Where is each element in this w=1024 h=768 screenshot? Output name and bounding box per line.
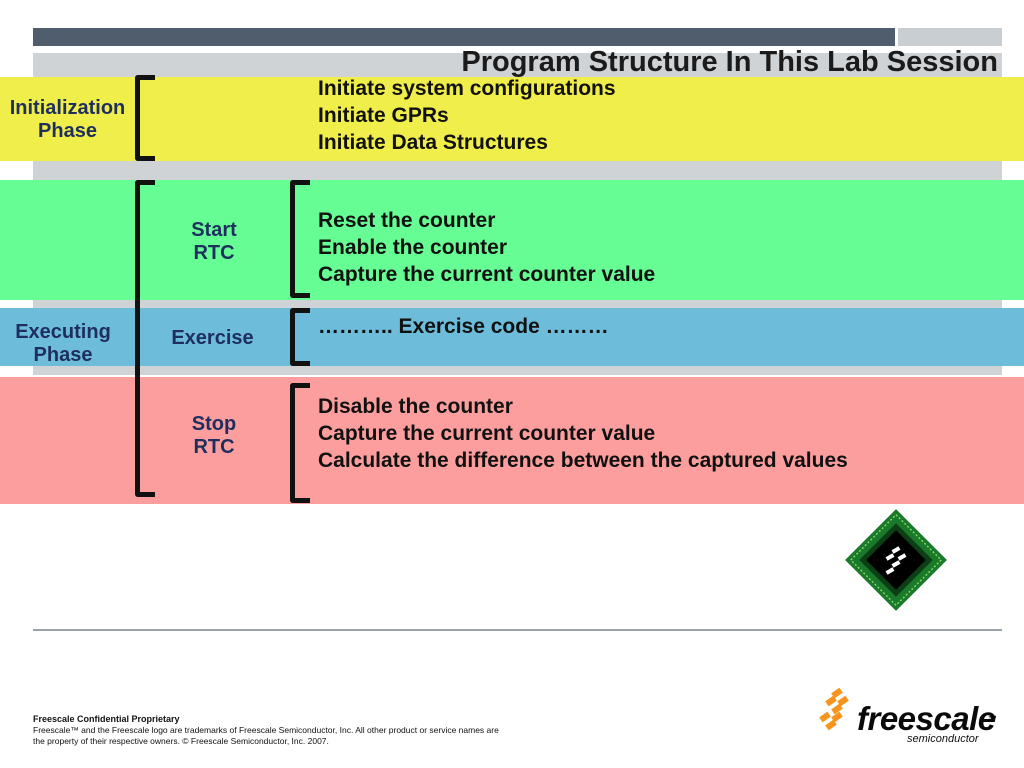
stop-rtc-label: Stop RTC xyxy=(170,413,258,459)
footer-trademark-line1: Freescale™ and the Freescale logo are tr… xyxy=(33,725,523,736)
initialization-brace xyxy=(135,75,155,161)
start-step: Reset the counter xyxy=(318,207,655,234)
init-steps: Initiate system configurations Initiate … xyxy=(318,75,616,156)
footer-divider xyxy=(33,629,1002,631)
init-step: Initiate Data Structures xyxy=(318,129,616,156)
executing-brace xyxy=(135,180,155,497)
initialization-phase-label: Initialization Phase xyxy=(0,97,135,143)
chip-icon xyxy=(842,506,950,614)
start-steps: Reset the counter Enable the counter Cap… xyxy=(318,207,655,288)
exercise-brace xyxy=(290,308,310,366)
freescale-logo-tm: ™ xyxy=(988,714,997,724)
footer-legal: Freescale Confidential Proprietary Frees… xyxy=(33,714,523,747)
start-step: Enable the counter xyxy=(318,234,655,261)
footer-confidential: Freescale Confidential Proprietary xyxy=(33,714,523,725)
freescale-logo-icon xyxy=(818,688,858,736)
stop-step: Capture the current counter value xyxy=(318,420,848,447)
start-step: Capture the current counter value xyxy=(318,261,655,288)
init-step: Initiate GPRs xyxy=(318,102,616,129)
stop-step: Disable the counter xyxy=(318,393,848,420)
executing-phase-label: Executing Phase xyxy=(8,321,118,367)
init-step: Initiate system configurations xyxy=(318,75,616,102)
stop-steps: Disable the counter Capture the current … xyxy=(318,393,848,474)
start-rtc-brace xyxy=(290,180,310,298)
exercise-label: Exercise xyxy=(160,327,265,350)
header-bar-dark xyxy=(33,28,895,46)
start-rtc-label: Start RTC xyxy=(170,219,258,265)
freescale-logo-subtitle: semiconductor xyxy=(907,733,979,745)
exercise-steps: ……….. Exercise code ……… xyxy=(318,313,609,340)
stop-step: Calculate the difference between the cap… xyxy=(318,447,848,474)
footer-trademark-line2: the property of their respective owners.… xyxy=(33,736,523,747)
exercise-step: ……….. Exercise code ……… xyxy=(318,313,609,340)
stop-rtc-brace xyxy=(290,383,310,503)
header-bar-light xyxy=(898,28,1002,46)
